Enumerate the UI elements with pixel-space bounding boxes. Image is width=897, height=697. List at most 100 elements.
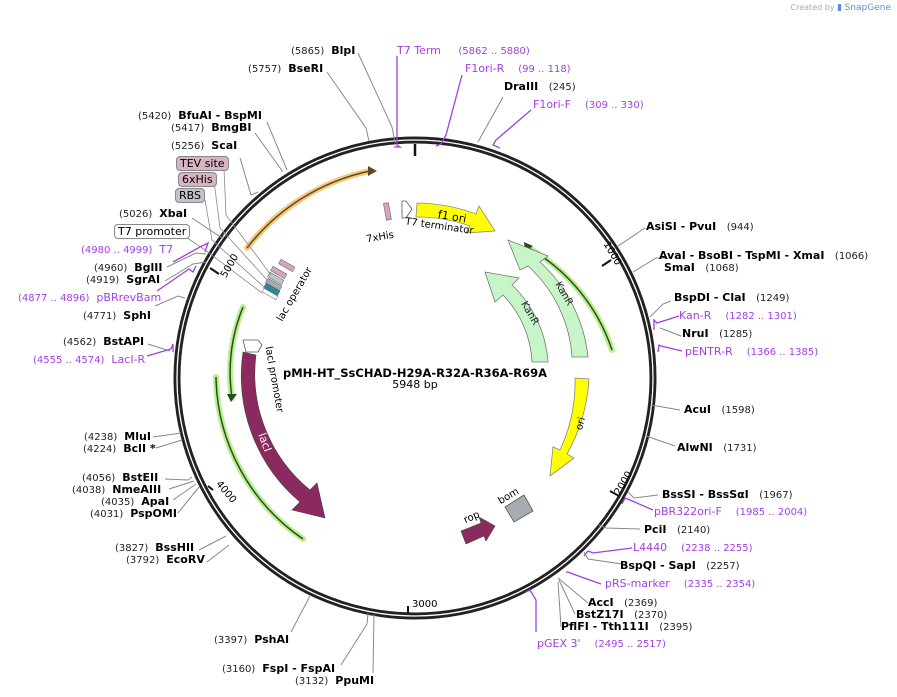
enzyme-asisi[interactable]: AsiSI - PvuI (944): [646, 220, 754, 234]
enzyme-pshai[interactable]: (3397) PshAI: [214, 633, 289, 647]
enzyme-bstapi[interactable]: (4562) BstAPI: [63, 335, 144, 349]
enzyme-pspomi[interactable]: (4031) PspOMI: [90, 507, 177, 521]
enzyme-name: BlpI: [331, 44, 356, 57]
primer-t7[interactable]: (4980 .. 4999) T7: [81, 243, 173, 257]
enzyme-fspi[interactable]: (3160) FspI - FspAI: [222, 662, 335, 676]
primer-f1ori-r[interactable]: F1ori-R (99 .. 118): [465, 62, 571, 76]
label-f1-ori: f1 ori: [437, 208, 468, 226]
enzyme-bmgbi[interactable]: (5417) BmgBI: [171, 121, 251, 135]
primer-name: L4440: [633, 541, 668, 554]
enzyme-pos: (4224): [83, 444, 117, 455]
primer-prs-marker[interactable]: pRS-marker (2335 .. 2354): [605, 577, 755, 591]
primer-pbr322ori-f[interactable]: pBR322ori-F (1985 .. 2004): [654, 505, 807, 519]
enzyme-pos: (2370): [634, 610, 668, 621]
tag-tev-site[interactable]: TEV site: [176, 156, 229, 171]
feature-bom[interactable]: [504, 494, 534, 523]
enzyme-name: AsiSI - PvuI: [646, 220, 717, 233]
orf-arc-green-left-outer: [213, 374, 306, 542]
primer-range: (5862 .. 5880): [458, 46, 530, 57]
tag-6xhis[interactable]: 6xHis: [178, 172, 217, 187]
feature-7xhis[interactable]: [383, 202, 392, 221]
primer-l4440[interactable]: L4440 (2238 .. 2255): [633, 541, 753, 555]
tag-t7-promoter[interactable]: T7 promoter: [114, 224, 191, 239]
enzyme-bcli[interactable]: (4224) BclI *: [83, 442, 156, 456]
enzyme-bfuai[interactable]: (5420) BfuAI - BspMI: [138, 109, 262, 123]
enzyme-name: BssHII: [155, 541, 195, 554]
lac-operator-cluster[interactable]: [261, 258, 296, 301]
feature-kanr-outer[interactable]: [507, 239, 589, 358]
enzyme-pos: (1285): [719, 329, 753, 340]
label-ori: ori: [574, 416, 588, 431]
enzyme-sphi[interactable]: (4771) SphI: [83, 309, 151, 323]
feature-rop[interactable]: [460, 516, 496, 545]
enzyme-bseri[interactable]: (5757) BseRI: [248, 62, 323, 76]
feature-kanr-inner[interactable]: [484, 271, 549, 363]
primer-kan-r[interactable]: Kan-R (1282 .. 1301): [679, 309, 797, 323]
enzyme-bstz17i[interactable]: BstZ17I (2370): [576, 608, 667, 622]
enzyme-ppumi[interactable]: (3132) PpuMI: [295, 674, 374, 688]
enzyme-name: PpuMI: [335, 674, 375, 687]
enzyme-draiii[interactable]: DraIII (245): [504, 80, 576, 94]
enzyme-pcii[interactable]: PciI (2140): [644, 523, 710, 537]
primer-laci-r[interactable]: (4555 .. 4574) LacI-R: [33, 353, 145, 367]
enzyme-acui[interactable]: AcuI (1598): [684, 403, 755, 417]
enzyme-bsteii[interactable]: (4056) BstEII: [82, 471, 158, 485]
enzyme-pos: (4960): [94, 263, 128, 274]
enzyme-mlui[interactable]: (4238) MluI: [84, 430, 151, 444]
primer-name: T7 Term: [397, 44, 441, 57]
enzyme-nrui[interactable]: NruI (1285): [682, 327, 752, 341]
enzyme-blpi[interactable]: (5865) BlpI: [291, 44, 355, 58]
primer-pbrrevbam[interactable]: (4877 .. 4896) pBRrevBam: [18, 291, 161, 305]
enzyme-acci[interactable]: AccI (2369): [588, 596, 657, 610]
enzyme-apai[interactable]: (4035) ApaI: [101, 495, 169, 509]
enzyme-pos: (1731): [723, 443, 757, 454]
primer-name: LacI-R: [111, 353, 146, 366]
enzyme-bglii[interactable]: (4960) BglII: [94, 261, 162, 275]
primer-range: (1282 .. 1301): [725, 311, 797, 322]
enzyme-smai[interactable]: SmaI (1068): [664, 261, 739, 275]
feature-f1-ori[interactable]: [415, 202, 496, 234]
enzyme-pos: (2140): [676, 525, 711, 536]
enzyme-name: DraIII: [504, 80, 539, 93]
enzyme-alwni[interactable]: AlwNI (1731): [677, 441, 757, 455]
enzyme-pos: (2257): [706, 561, 740, 572]
enzyme-sgrai[interactable]: (4919) SgrAI: [86, 273, 160, 287]
primer-pgex-3[interactable]: pGEX 3' (2495 .. 2517): [537, 637, 666, 651]
enzyme-name: NmeAIII: [112, 483, 162, 496]
enzyme-name: BfuAI - BspMI: [178, 109, 262, 122]
enzyme-bspqi[interactable]: BspQI - SapI (2257): [620, 559, 740, 573]
primer-name: pBRrevBam: [96, 291, 162, 304]
enzyme-bsssi[interactable]: BssSI - BssSαI (1967): [662, 488, 793, 502]
enzyme-pos: (1068): [705, 263, 739, 274]
enzyme-ecorv[interactable]: (3792) EcoRV: [126, 553, 205, 567]
enzyme-pflfi[interactable]: PflFI - Tth111I (2395): [561, 620, 692, 634]
tick-3000: 3000: [412, 599, 437, 610]
enzyme-scai[interactable]: (5256) ScaI: [171, 139, 237, 153]
tag-rbs[interactable]: RBS: [175, 188, 205, 203]
feature-laci-promoter[interactable]: [242, 339, 263, 353]
enzyme-pos: (4771): [83, 311, 117, 322]
primer-t7-term[interactable]: T7 Term (5862 .. 5880): [397, 44, 530, 58]
feature-laci[interactable]: [241, 351, 326, 519]
enzyme-nmeaiii[interactable]: (4038) NmeAIII: [72, 483, 161, 497]
primer-name: pENTR-R: [685, 345, 733, 358]
enzyme-xbai[interactable]: (5026) XbaI: [119, 207, 187, 221]
enzyme-avai[interactable]: AvaI - BsoBI - TspMI - XmaI (1066): [659, 249, 868, 263]
tick-4000: 4000: [213, 479, 238, 506]
enzyme-bsshii[interactable]: (3827) BssHII: [115, 541, 194, 555]
primer-pentr-r[interactable]: pENTR-R (1366 .. 1385): [685, 345, 818, 359]
feature-ori[interactable]: [549, 377, 590, 477]
enzyme-name: PspOMI: [130, 507, 177, 520]
feature-t7-terminator[interactable]: [401, 200, 413, 219]
enzyme-pos: (3160): [222, 664, 256, 675]
enzyme-name: SmaI: [664, 261, 695, 274]
enzyme-pos: (2395): [659, 622, 693, 633]
primer-range: (1985 .. 2004): [735, 507, 808, 518]
enzyme-bspdi[interactable]: BspDI - ClaI (1249): [674, 291, 789, 305]
primer-range: (2495 .. 2517): [594, 639, 666, 650]
enzyme-name: SgrAI: [126, 273, 161, 286]
enzyme-name: BmgBI: [211, 121, 252, 134]
primer-f1ori-f[interactable]: F1ori-F (309 .. 330): [533, 98, 644, 112]
snapgene-credit: Created by ▮ SnapGene: [791, 3, 891, 13]
